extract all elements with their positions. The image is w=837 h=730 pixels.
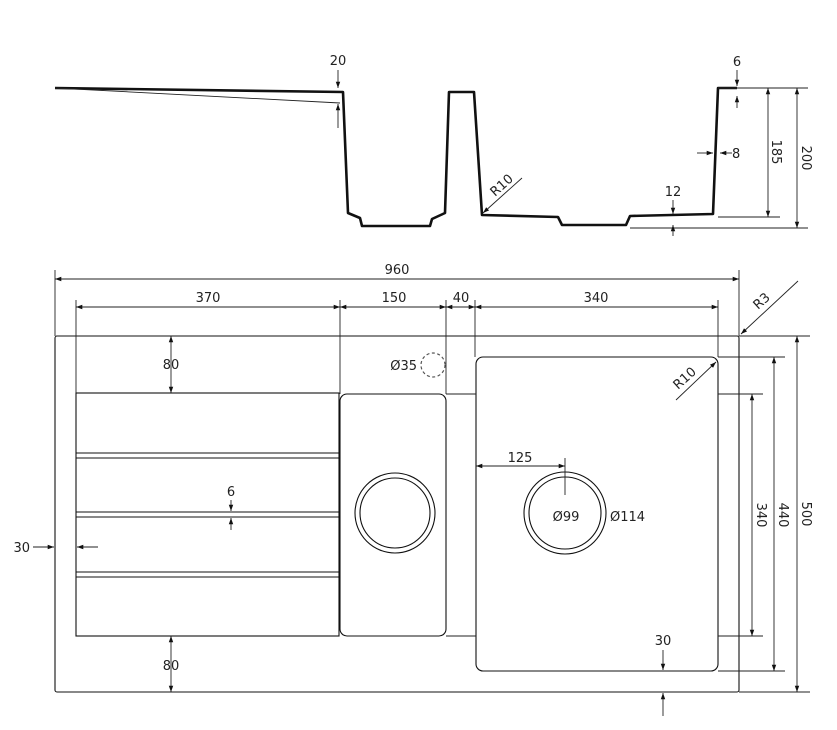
dim-bowl-height-label: 440: [775, 503, 790, 528]
sink-profile: [54, 86, 737, 228]
dim-gap-label: 40: [453, 291, 470, 306]
dim-corner-radius-leader: [740, 280, 799, 335]
dim-bowl-depth-label: 340: [753, 503, 768, 528]
dim-depth-total-label: 200: [798, 146, 813, 171]
drainer-area: [75, 392, 340, 637]
dim-bottom-label: 12: [665, 185, 682, 200]
small-bowl: [339, 393, 447, 637]
dim-drainer-label: 370: [196, 291, 221, 306]
dim-groove-label: 6: [227, 485, 235, 500]
dim-tap-hole-label: Ø35: [390, 359, 417, 374]
dim-bowl-radius-label: R10: [671, 365, 700, 393]
tap-hole: [420, 352, 446, 378]
dim-corner-radius-label: R3: [751, 290, 774, 313]
sink-outline: [54, 335, 740, 693]
dim-total-width-label: 960: [385, 263, 410, 278]
dim-bottom-margin-label: 80: [163, 659, 180, 674]
small-bowl-waste-outer: [354, 472, 436, 554]
large-bowl: [475, 356, 719, 672]
small-bowl-waste-inner: [359, 477, 431, 549]
dim-wall-label: 6: [733, 55, 741, 70]
section-view: 20 6 8 185 200 12 R10: [54, 54, 813, 236]
dim-rim-label: 20: [330, 54, 347, 69]
dim-radius-leader: [482, 177, 523, 214]
dim-radius-label: R10: [488, 172, 517, 200]
drainer-edge-line: [54, 87, 341, 104]
dim-bowl-radius-leader: [675, 361, 717, 401]
dim-side-label: 8: [732, 147, 740, 162]
dim-bowl-bottom-label: 30: [655, 634, 672, 649]
dim-total-height-label: 500: [798, 502, 813, 527]
dim-left-margin-label: 30: [13, 541, 30, 556]
dim-waste-outer-label: Ø114: [610, 510, 645, 525]
plan-view: 960 370 150 40 340 R3 80 80 6 30 Ø35 R10: [13, 263, 813, 716]
dim-top-margin-label: 80: [163, 358, 180, 373]
dim-small-bowl-label: 150: [382, 291, 407, 306]
dim-waste-offset-label: 125: [508, 451, 533, 466]
dim-large-bowl-label: 340: [584, 291, 609, 306]
dim-depth-inner-label: 185: [768, 140, 783, 165]
dim-waste-inner-label: Ø99: [553, 510, 580, 525]
